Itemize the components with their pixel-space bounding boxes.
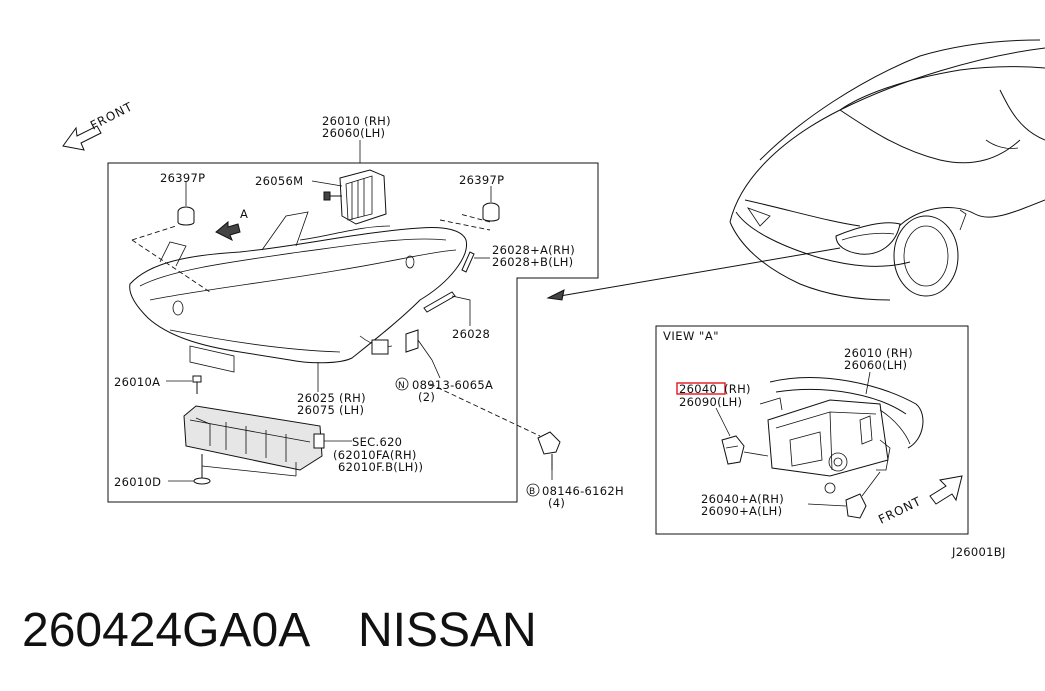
bracket-part — [405, 329, 441, 379]
part-26040a-socket — [807, 471, 881, 519]
callout-26397p-right: 26397P — [459, 173, 504, 187]
view-a-arrow: A — [215, 207, 248, 242]
callout-26075-lh: 26075 (LH) — [297, 403, 364, 417]
front-arrow-right: FRONT — [876, 475, 963, 527]
part-08913-screw: N — [395, 377, 409, 391]
pointer-arrow — [546, 247, 841, 301]
view-callout-26040-a-rh: 26040+A(RH) — [701, 492, 784, 506]
part-26056m-actuator — [311, 169, 387, 225]
callout-62010fa-rh: (62010FA(RH) — [333, 448, 417, 462]
view-a-title: VIEW "A" — [663, 329, 719, 343]
view-callout-26060-lh: 26060(LH) — [844, 358, 907, 372]
callout-08146-qty: (4) — [548, 496, 565, 510]
highlight-26040: 26040 — [676, 382, 726, 396]
callout-26010-rh: 26010 (RH) — [322, 114, 391, 128]
callout-26025-rh: 26025 (RH) — [297, 391, 366, 405]
front-arrow-left: FRONT — [62, 99, 135, 151]
callout-26060-lh: 26060(LH) — [322, 126, 385, 140]
caption-brand: NISSAN — [358, 604, 537, 657]
part-26010d-screw — [168, 454, 211, 485]
caption-part-number: 260424GA0A — [22, 604, 310, 657]
callout-sec-620: SEC.620 — [352, 435, 402, 449]
n-symbol: N — [398, 381, 405, 391]
callout-08913-qty: (2) — [418, 390, 435, 404]
diagram-code: J26001BJ — [951, 545, 1006, 559]
part-26397p-right — [482, 186, 500, 222]
callout-08146-6162h: 08146-6162H — [542, 484, 624, 498]
callout-26010d: 26010D — [114, 475, 161, 489]
callout-26028-a-rh: 26028+A(RH) — [492, 243, 575, 257]
view-leader-26010 — [865, 371, 871, 395]
part-26040-socket — [715, 407, 769, 465]
view-a-lamp-drawing — [759, 377, 924, 494]
callout-62010fb-lh: 62010F.B(LH)) — [338, 460, 423, 474]
callout-26010a: 26010A — [114, 375, 160, 389]
front-label-left: FRONT — [88, 99, 135, 132]
part-26028-a-bulb — [461, 251, 490, 273]
view-a-frame — [655, 325, 969, 535]
view-callout-26090-lh: 26090(LH) — [679, 395, 742, 409]
part-sec620-bracket — [183, 405, 352, 477]
highlight-box — [676, 382, 726, 395]
view-callout-26090-a-lh: 26090+A(LH) — [701, 504, 782, 518]
b-symbol: B — [529, 487, 535, 497]
callout-26028-b-lh: 26028+B(LH) — [492, 255, 573, 269]
view-callout-26040-rh-suffix: (RH) — [724, 382, 751, 396]
view-callout-26040: 26040 — [679, 382, 717, 396]
view-callout-26010-rh: 26010 (RH) — [844, 346, 913, 360]
callout-26397p-left: 26397P — [160, 171, 205, 185]
callout-26028: 26028 — [452, 327, 490, 341]
callout-08913-6065a: 08913-6065A — [412, 378, 493, 392]
headlamp-housing-drawing — [129, 211, 491, 373]
main-assembly-frame — [107, 140, 599, 503]
part-26397p-left — [177, 182, 195, 226]
front-label-right: FRONT — [876, 494, 923, 527]
part-08146-bolt: B — [429, 383, 561, 497]
part-26028-bulb — [423, 291, 471, 326]
car-illustration — [729, 39, 1045, 301]
callout-26056m: 26056M — [255, 174, 303, 188]
part-26010a-screw — [166, 375, 202, 394]
arrow-a-label: A — [240, 207, 248, 221]
